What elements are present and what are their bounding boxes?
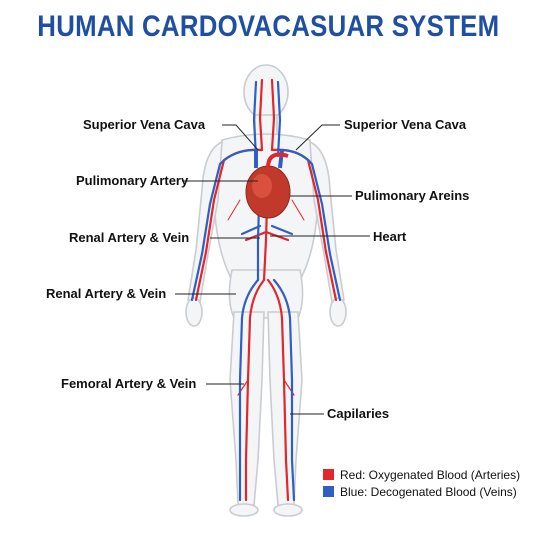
diagram-title: HUMAN CARDOVACASUAR SYSTEM (37, 10, 500, 43)
legend-row-blue: Blue: Decogenated Blood (Veins) (323, 483, 520, 500)
body-silhouette (185, 64, 347, 517)
label-pulmonary-artery: Pulimonary Artery (76, 173, 189, 188)
veins (190, 80, 342, 502)
legend: Red: Oxygenated Blood (Arteries) Blue: D… (323, 466, 520, 500)
label-heart: Heart (373, 229, 407, 244)
legend-row-red: Red: Oxygenated Blood (Arteries) (323, 466, 520, 483)
legend-label-red: Red: Oxygenated Blood (Arteries) (340, 467, 521, 482)
label-renal-artery-vein-2: Renal Artery & Vein (46, 286, 167, 301)
label-superior-vena-cava-right: Superior Vena Cava (344, 117, 467, 132)
label-capillaries: Capilaries (327, 406, 390, 421)
legend-label-blue: Blue: Decogenated Blood (Veins) (340, 484, 517, 499)
label-pulmonary-veins: Pulimonary Areins (355, 188, 470, 203)
leader-lines (175, 124, 370, 415)
leader-svc-left (222, 124, 259, 151)
heart-organ (245, 149, 291, 219)
legend-swatch-blue (323, 486, 334, 497)
label-femoral-artery-vein: Femoral Artery & Vein (61, 376, 197, 391)
leader-svc-right (295, 124, 340, 151)
legend-swatch-red (323, 469, 334, 480)
label-renal-artery-vein-1: Renal Artery & Vein (69, 230, 190, 245)
label-superior-vena-cava-left: Superior Vena Cava (83, 117, 206, 132)
